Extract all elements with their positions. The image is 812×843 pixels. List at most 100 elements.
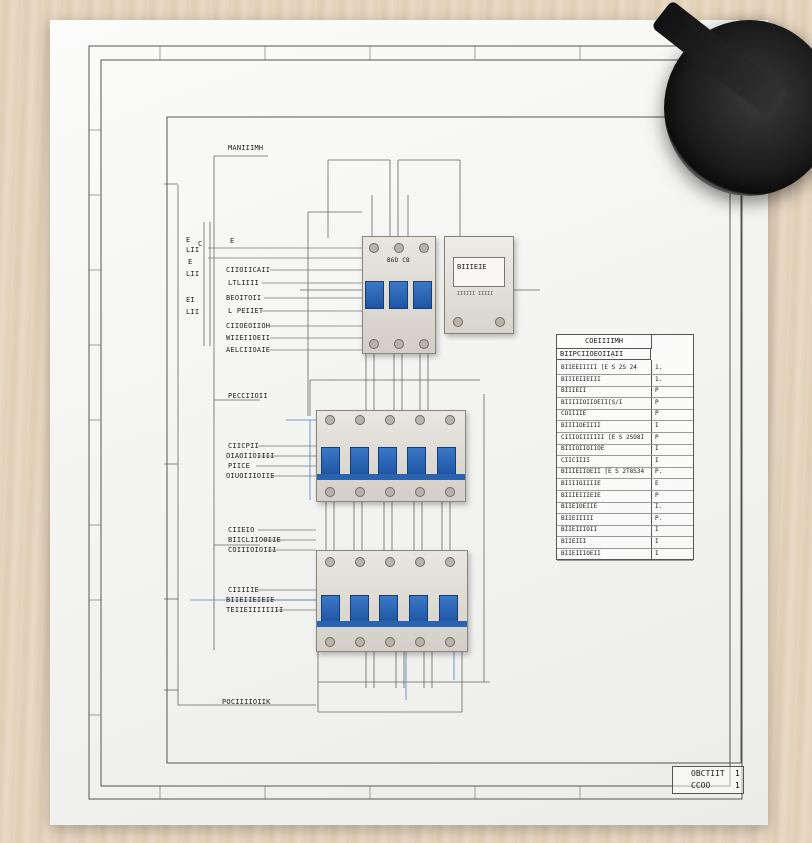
legend-title: COEIIIIMH	[557, 335, 652, 349]
terminal-screw	[445, 557, 455, 567]
label-l20: TEIIEIIIIIIII	[226, 606, 284, 614]
label-l4: LTLIIII	[228, 279, 259, 287]
label-top: MANIIIMH	[228, 144, 264, 152]
legend-row-value: P.	[655, 514, 663, 522]
legend-row-value: P	[655, 398, 659, 406]
breaker-pole	[321, 595, 340, 623]
legend-row-value: I	[655, 445, 659, 453]
drawing-frame	[166, 116, 742, 764]
legend-row: BIIEIIIII P.	[557, 513, 693, 526]
legend-row-name: BIIEIIIII	[561, 514, 594, 522]
legend-row: BIIEIII I	[557, 536, 693, 549]
left-mark-4: LII	[186, 270, 200, 278]
sheet-number: 1	[735, 769, 740, 778]
label-l2: E	[230, 237, 235, 245]
label-l5: BEOITOII	[226, 294, 262, 302]
terminal-screw	[385, 637, 395, 647]
legend-row-value: 1.	[655, 364, 663, 371]
legend-row-name: BIIIOIIOIIOE	[561, 445, 605, 453]
title-block-line1: OBCTIIT	[691, 769, 725, 778]
label-l19: BIIEIIEIEIE	[226, 596, 275, 604]
legend-row-value: P	[655, 433, 659, 441]
breaker-pole	[389, 281, 408, 309]
terminal-screw	[419, 339, 429, 349]
terminal-screw	[495, 317, 505, 327]
legend-row-name: BIIIIOEIIII	[561, 422, 601, 429]
terminal-screw	[385, 487, 395, 497]
label-l13: PIICE	[228, 462, 251, 470]
legend-row-name: BIIIEII	[561, 387, 587, 395]
legend-row: BIIIEIIEIII 1.	[557, 374, 693, 387]
breaker-pole	[350, 595, 369, 623]
terminal-screw	[453, 317, 463, 327]
label-l12: OIAOIIOIIII	[226, 452, 275, 460]
title-block-line2: CCOO	[691, 781, 711, 790]
legend-row-name: BIIEIOEIIE	[561, 503, 598, 511]
left-mark-6: LII	[186, 308, 200, 316]
breaker-pole	[379, 595, 398, 623]
terminal-screw	[415, 487, 425, 497]
terminal-screw	[419, 243, 429, 253]
breaker-row-1	[316, 410, 466, 502]
legend-row-name: COIIIIE	[561, 410, 587, 418]
breaker-pole	[350, 447, 369, 475]
label-l14: OIUOIIIOIIE	[226, 472, 275, 480]
terminal-screw	[415, 415, 425, 425]
terminal-screw	[394, 243, 404, 253]
terminal-screw	[445, 487, 455, 497]
component-legend-table: COEIIIIMH BIIPCIIOEOIIAII BIIEEIIIII [E …	[556, 334, 694, 561]
legend-row: BIIIOIIOIIOE I	[557, 443, 693, 457]
label-l18: CIIIIIE	[228, 586, 259, 594]
title-block: OBCTIIT CCOO 1 1	[672, 766, 744, 794]
terminal-screw	[385, 415, 395, 425]
terminal-screw	[445, 637, 455, 647]
legend-row-value: I	[655, 456, 659, 464]
label-l15: CIIEIO	[228, 526, 255, 534]
breaker-pole	[439, 595, 458, 623]
terminal-screw	[355, 415, 365, 425]
terminal-screw	[325, 637, 335, 647]
legend-row-name: BIIIEIIOEII [E S 2T8S34	[561, 468, 645, 476]
terminal-screw	[415, 557, 425, 567]
breaker-label: B6D CB	[387, 257, 410, 264]
left-mark-1: E	[186, 236, 191, 244]
legend-row-name: BIIIEIIEIII	[561, 375, 601, 383]
breaker-pole	[407, 447, 426, 475]
meter-reading: IIIIII IIIII	[457, 291, 494, 297]
legend-header: BIIPCIIOEOIIAII	[557, 348, 651, 360]
legend-row: BIIIIOEIIII I	[557, 420, 693, 433]
legend-row-name: CIICIIII	[561, 456, 590, 464]
legend-row-name: BIIEIII	[561, 538, 587, 545]
din-rail	[317, 474, 465, 480]
label-bottom: POCIIIIOIIK	[222, 698, 271, 706]
legend-row-value: I	[655, 538, 659, 545]
label-l16: BIICLIIOOIIE	[228, 536, 281, 544]
legend-row-value: 1.	[655, 375, 663, 383]
legend-row: COIIIIE P	[557, 408, 693, 422]
legend-row-value: P	[655, 410, 659, 418]
left-mark-2: LII	[186, 246, 200, 254]
inner-border	[100, 59, 731, 787]
label-l1: C	[198, 240, 203, 248]
legend-row-value: P	[655, 387, 659, 395]
meter-title: BIIIEIE	[457, 263, 487, 271]
legend-row-name: BIIIIOIIIIE	[561, 480, 601, 487]
meter-display	[453, 257, 505, 287]
left-mark-3: E	[188, 258, 193, 266]
legend-row-value: I	[655, 549, 659, 557]
breaker-pole	[321, 447, 340, 475]
outer-border	[88, 45, 743, 800]
breaker-pole	[413, 281, 432, 309]
legend-row-value: I.	[655, 503, 663, 511]
terminal-screw	[415, 637, 425, 647]
terminal-screw	[355, 487, 365, 497]
terminal-screw	[355, 637, 365, 647]
legend-row-value: I	[655, 422, 659, 429]
terminal-screw	[369, 339, 379, 349]
